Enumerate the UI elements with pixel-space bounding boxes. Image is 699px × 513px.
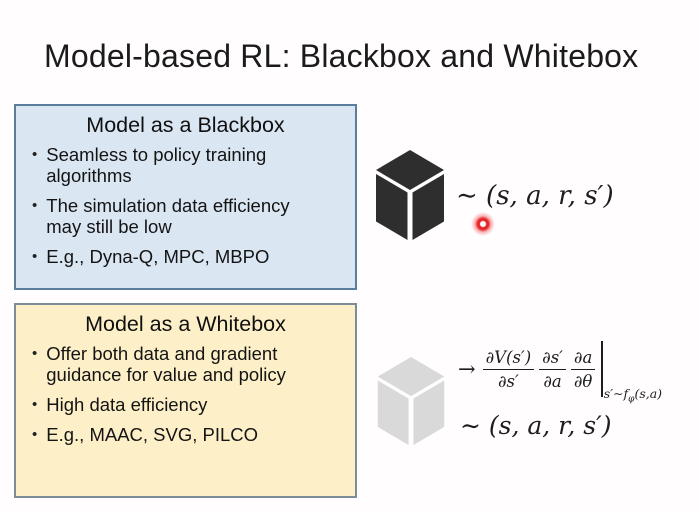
bullet-text: E.g., MAAC, SVG, PILCO bbox=[46, 424, 259, 446]
blackbox-header: Model as a Blackbox bbox=[86, 113, 285, 137]
right-arrow-symbol: → bbox=[458, 357, 476, 381]
bullet-item: • E.g., MAAC, SVG, PILCO bbox=[26, 424, 345, 445]
bullet-icon: • bbox=[32, 426, 38, 444]
blackbox-bullet-list: • Seamless to policy training algorithms… bbox=[26, 144, 345, 267]
bullet-item: • Seamless to policy training algorithms bbox=[26, 144, 345, 186]
bullet-icon: • bbox=[32, 396, 38, 414]
bullet-text: Offer both data and gradient guidance fo… bbox=[46, 343, 286, 386]
blackbox-sample-formula: ∼ (s, a, r, s′) bbox=[456, 181, 614, 211]
bullet-icon: • bbox=[32, 248, 38, 266]
bullet-text: The simulation data efficiency may still… bbox=[46, 195, 290, 238]
fraction-ds-da: ∂s′ ∂a bbox=[539, 348, 566, 391]
whitebox-panel: Model as a Whitebox • Offer both data an… bbox=[14, 303, 357, 498]
evaluation-condition: s′∼fφ(s,a) bbox=[603, 385, 663, 405]
bullet-icon: • bbox=[32, 146, 38, 163]
bullet-icon: • bbox=[32, 197, 38, 215]
gray-cube-icon bbox=[377, 357, 445, 445]
evaluation-bar: s′∼fφ(s,a) bbox=[601, 341, 662, 404]
fraction-da-dtheta: ∂a ∂θ bbox=[570, 348, 596, 391]
slide-title: Model-based RL: Blackbox and Whitebox bbox=[44, 38, 639, 74]
whitebox-header: Model as a Whitebox bbox=[85, 312, 286, 336]
black-cube-icon bbox=[376, 150, 444, 240]
bullet-item: • E.g., Dyna-Q, MPC, MBPO bbox=[26, 246, 345, 267]
bullet-item: • High data efficiency bbox=[26, 394, 345, 415]
blackbox-panel: Model as a Blackbox • Seamless to policy… bbox=[14, 104, 357, 290]
whitebox-formula-block: → ∂V(s′) ∂s′ ∂s′ ∂a ∂a ∂θ s′∼fφ(s,a) ∼ (… bbox=[458, 340, 699, 440]
whitebox-bullet-list: • Offer both data and gradient guidance … bbox=[26, 343, 345, 445]
bullet-item: • The simulation data efficiency may sti… bbox=[26, 195, 345, 237]
laser-pointer-dot bbox=[471, 212, 495, 236]
bullet-item: • Offer both data and gradient guidance … bbox=[26, 343, 345, 385]
bullet-text: E.g., Dyna-Q, MPC, MBPO bbox=[46, 246, 270, 268]
fraction-dV-ds: ∂V(s′) ∂s′ bbox=[482, 348, 535, 391]
gradient-formula: → ∂V(s′) ∂s′ ∂s′ ∂a ∂a ∂θ s′∼fφ(s,a) bbox=[458, 340, 699, 404]
bullet-icon: • bbox=[32, 345, 38, 362]
whitebox-sample-formula: ∼ (s, a, r, s′) bbox=[460, 411, 612, 440]
bullet-text: Seamless to policy training algorithms bbox=[46, 144, 267, 187]
bullet-text: High data efficiency bbox=[46, 394, 208, 416]
vertical-bar bbox=[601, 341, 603, 397]
